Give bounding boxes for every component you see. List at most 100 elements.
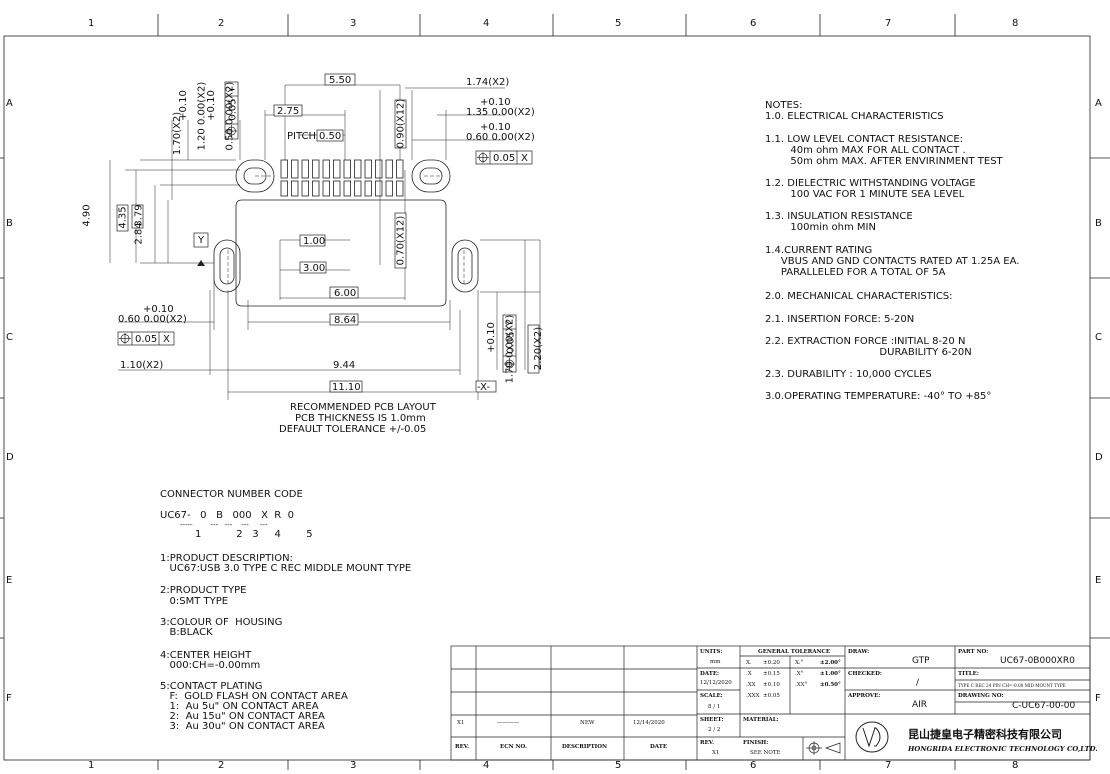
zone-top-8: 8	[1012, 18, 1019, 29]
rev-label: REV.	[700, 740, 714, 746]
contact-pad	[291, 180, 299, 197]
zone-right-a: A	[1095, 98, 1102, 109]
dim-0-60r-tol: +0.10	[480, 122, 511, 133]
note-line: VBUS AND GND CONTACTS RATED AT 1.25A EA.	[765, 256, 1020, 267]
tol-cell: ±0.50°	[820, 682, 841, 688]
note-line: 1.1. LOW LEVEL CONTACT RESISTANCE:	[765, 134, 964, 145]
contact-pad	[280, 159, 288, 179]
dim-pitch-label: PITCH	[287, 131, 317, 142]
contact-pad	[354, 180, 362, 197]
checked-value: /	[916, 678, 920, 688]
units-label: UNITS:	[700, 649, 723, 655]
code-item: 3: Au 30u" ON CONTACT AREA	[160, 721, 325, 732]
zone-right-f: F	[1095, 693, 1101, 704]
tol-cell: .X°	[795, 671, 804, 677]
fcf-datum-x-top: X	[521, 153, 528, 164]
draw-value: GTP	[912, 656, 930, 666]
zone-left-a: A	[6, 98, 13, 109]
note-line: 2.3. DURABILITY : 10,000 CYCLES	[765, 369, 932, 380]
code-item: B:BLACK	[160, 627, 213, 638]
tol-cell: ±0.10	[763, 682, 780, 688]
dim-5-50: 5.50	[329, 75, 352, 86]
note-line: NOTES:	[765, 100, 803, 111]
note-line: 100min ohm MIN	[765, 222, 876, 233]
dim-0-60l-tol: +0.10	[143, 304, 174, 315]
sheet-label: SHEET:	[700, 717, 724, 723]
part-no-value: UC67-0B000XR0	[1000, 656, 1075, 666]
datum-x: -X-	[477, 382, 491, 393]
contact-pad	[333, 180, 341, 197]
material-label: MATERIAL:	[743, 717, 779, 723]
zone-top-4: 4	[483, 18, 490, 29]
title-value: TYPE C REC 24 PIN CH=-0.00 MID MOUNT TYP…	[958, 683, 1066, 688]
date-value: 12/12/2020	[700, 680, 732, 686]
datum-y: Y	[198, 235, 205, 246]
general-tolerance-label: GENERAL TOLERANCE	[758, 649, 831, 655]
dim-1-74: 1.74(X2)	[466, 77, 510, 88]
rev-row-ecn: ————	[497, 720, 519, 726]
zone-bottom-7: 7	[885, 760, 892, 771]
company-name-en: HONGRIDA ELECTRONIC TECHNOLOGY CO,LTD.	[908, 745, 1098, 753]
contact-pad	[375, 159, 383, 179]
layout-caption-2: PCB THICKNESS IS 1.0mm	[295, 413, 426, 424]
code-line: UC67- 0 B 000 X R 0	[160, 510, 294, 521]
zone-bottom-5: 5	[615, 760, 622, 771]
code-item: 2:PRODUCT TYPE	[160, 585, 247, 596]
rev-row-date: 12/14/2020	[633, 720, 665, 726]
note-line: 1.3. INSULATION RESISTANCE	[765, 211, 913, 222]
approve-label: APPROVE:	[848, 693, 881, 699]
zone-bottom-3: 3	[350, 760, 357, 771]
code-title: CONNECTOR NUMBER CODE	[160, 489, 303, 500]
dim-0-50-pitch: 0.50	[319, 131, 342, 142]
note-line: PARALLELED FOR A TOTAL OF 5A	[765, 267, 946, 278]
rev-hdr-rev: REV.	[455, 744, 469, 750]
checked-label: CHECKED:	[848, 671, 882, 677]
tol-cell: ±0.05	[763, 693, 780, 699]
tol-cell: .XXX	[746, 693, 760, 699]
zone-bottom-8: 8	[1012, 760, 1019, 771]
dim-8-64: 8.64	[334, 315, 357, 326]
note-line: 2.1. INSERTION FORCE: 5-20N	[765, 314, 915, 325]
zone-right-b: B	[1095, 218, 1102, 229]
zone-bottom-4: 4	[483, 760, 490, 771]
code-item: 0:SMT TYPE	[160, 596, 229, 607]
code-index-line: 1 2 3 4 5	[160, 529, 313, 540]
tol-cell: .XX	[746, 682, 756, 688]
pad-row-top	[280, 159, 404, 179]
contact-pad	[291, 159, 299, 179]
zone-bottom-2: 2	[218, 760, 225, 771]
part-no-label: PART NO:	[958, 649, 989, 655]
drawing-no-value: C-UC67-00-00	[1012, 701, 1076, 711]
contact-pad	[343, 180, 351, 197]
zone-right-d: D	[1095, 452, 1103, 463]
contact-pad	[364, 159, 372, 179]
projection-symbol-icon	[806, 741, 841, 755]
fcf-0-05-top: 0.05	[493, 153, 516, 164]
contact-pad	[301, 159, 309, 179]
company-name-cn: 昆山捷皇电子精密科技有限公司	[908, 728, 1062, 741]
rev-value: X1	[712, 750, 720, 756]
dim-11-10: 11.10	[332, 382, 361, 393]
zone-bottom-1: 1	[88, 760, 95, 771]
contact-pad	[322, 180, 330, 197]
zone-left-e: E	[6, 575, 13, 586]
zone-left-f: F	[6, 693, 12, 704]
note-line: 50m ohm MAX. AFTER ENVIRINMENT TEST	[765, 156, 1003, 167]
zone-right-c: C	[1095, 332, 1102, 343]
rev-row-rev: X1	[457, 720, 465, 726]
units-value: mm	[710, 659, 721, 665]
pad-row-bottom	[280, 180, 404, 197]
draw-label: DRAW:	[848, 649, 870, 655]
drawing-no-label: DRAWING NO:	[958, 693, 1004, 699]
zone-top-7: 7	[885, 18, 892, 29]
tol-cell: X.	[746, 660, 752, 666]
contact-pad	[385, 180, 393, 197]
contact-pad	[375, 180, 383, 197]
code-dash-line: ----- --- --- --- ---	[160, 521, 268, 529]
contact-pad	[312, 159, 320, 179]
fcf-0-05-left: 0.05	[135, 334, 158, 345]
tol-cell: .XX°	[795, 682, 808, 688]
fcf-datum-x-left: X	[163, 334, 170, 345]
code-item: 3:COLOUR OF HOUSING	[160, 617, 283, 628]
contact-pad	[343, 159, 351, 179]
